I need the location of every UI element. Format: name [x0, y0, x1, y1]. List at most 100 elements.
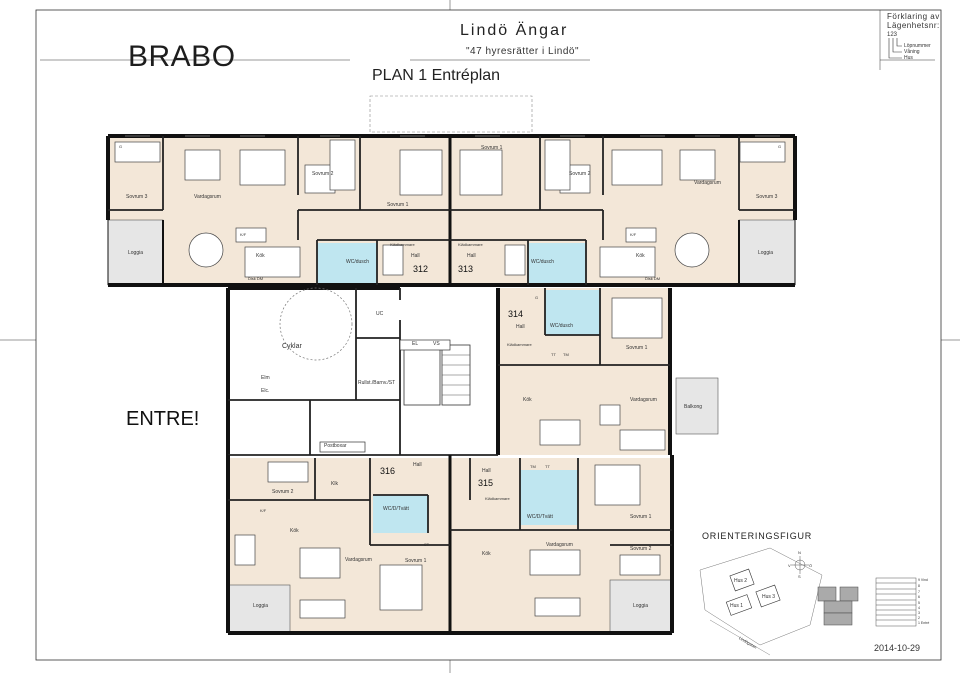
room-loggia-lower-left: Loggia — [253, 603, 269, 609]
floor-index-chart — [875, 577, 917, 627]
label-g-314: G — [535, 295, 539, 300]
room-el: EL — [412, 341, 419, 347]
room-vardagsrum-312: Vardagsrum — [194, 194, 221, 200]
room-loggia-upper-left: Loggia — [128, 250, 144, 256]
room-hall-315: Hall — [482, 468, 491, 474]
dining-table-312 — [188, 232, 224, 268]
room-elm: Elm — [261, 375, 270, 381]
room-kok-314: Kök — [523, 397, 532, 403]
room-sovrum-1-313: Sovrum 1 — [481, 145, 503, 151]
room-klk-316: Klk — [331, 481, 338, 487]
apartment-number-315: 315 — [478, 478, 494, 488]
legend-title-line2: Lägenhetsnr: — [887, 21, 940, 30]
floor-label-6: 6 — [918, 595, 920, 599]
lower-furniture — [234, 461, 661, 619]
label-tt-315: TT — [545, 464, 550, 469]
room-wc-dusch-313: WC/dusch — [531, 259, 555, 265]
apartment-number-312: 312 — [413, 264, 429, 274]
room-sovrum-1-316: Sovrum 1 — [405, 558, 427, 564]
label-g-1: G — [119, 144, 123, 149]
loggia-lower-right — [609, 579, 673, 634]
upper-interior-walls — [108, 136, 795, 285]
wc-314 — [545, 290, 600, 335]
label-tt-314: TT — [551, 352, 556, 357]
room-sovrum-2-316: Sovrum 2 — [272, 489, 294, 495]
entrance-label: ENTRE! — [126, 408, 200, 430]
room-postboxar: Postboxar — [324, 443, 347, 449]
room-vardagsrum-314: Vardagsrum — [630, 397, 657, 403]
room-vardagsrum-316: Vardagsrum — [345, 557, 372, 563]
middle-interior-walls — [228, 288, 670, 456]
orientation-hus-2: Hus 2 — [734, 578, 748, 584]
roof-projection — [369, 95, 533, 133]
room-kladkammare-312: Klädkammare — [390, 242, 415, 247]
lower-interior-walls — [228, 458, 672, 546]
drawing-date: 2014-10-29 — [874, 643, 921, 653]
room-kok-313: Kök — [636, 253, 645, 259]
room-kladkammare-314: Klädkammare — [507, 342, 532, 347]
room-sovrum-1-315: Sovrum 1 — [630, 514, 652, 520]
room-wc-dusch-312: WC/dusch — [346, 259, 370, 265]
legend-example-number: 123 — [887, 32, 898, 38]
floor-label-9: 9 Vind — [918, 578, 928, 582]
room-kok-316: Kök — [290, 528, 299, 534]
wc-315 — [520, 470, 578, 525]
dining-table-313 — [674, 232, 710, 268]
middle-walls — [226, 286, 672, 455]
room-uc: UC — [376, 311, 384, 317]
room-sovrum-2-312: Sovrum 2 — [312, 171, 334, 177]
elevator — [403, 344, 441, 406]
orientation-map — [699, 547, 823, 656]
floor-label-1: 1 Entré — [918, 621, 930, 625]
room-hall-312: Hall — [411, 253, 420, 259]
label-disk-313: Disk DM — [645, 276, 661, 281]
room-sovrum-2-313: Sovrum 2 — [569, 171, 591, 177]
apartment-314-furniture — [539, 297, 666, 451]
label-tm-315: TM — [530, 464, 536, 469]
room-wc-dusch-314: WC/dusch — [550, 323, 574, 329]
building-section-icon — [817, 586, 859, 626]
room-kok-315: Kök — [482, 551, 491, 557]
room-vardagsrum-315: Vardagsrum — [546, 542, 573, 548]
room-sovrum-1-314: Sovrum 1 — [626, 345, 648, 351]
room-loggia-lower-right: Loggia — [633, 603, 649, 609]
room-vs: VS — [433, 341, 440, 347]
floor-label-2: 2 — [918, 616, 920, 620]
label-st-316: ST — [424, 542, 430, 547]
room-elc: Elc. — [261, 388, 270, 394]
floor-label-7: 7 — [918, 590, 920, 594]
room-wcd-tvatt-315: WC/D/Tvätt — [527, 514, 553, 520]
bike-turn-circle — [279, 287, 353, 361]
legend-item-hus: Hus — [904, 55, 913, 61]
wc-316 — [373, 495, 428, 533]
project-subtitle: "47 hyresrätter i Lindö" — [466, 46, 580, 57]
loggia-upper-right — [738, 219, 796, 286]
room-vardagsrum-313: Vardagsrum — [694, 180, 721, 186]
room-sovrum-2-315: Sovrum 2 — [630, 546, 652, 552]
brand-logo-text: BRABO — [128, 40, 236, 73]
label-disk-312: Disk DM — [248, 276, 264, 281]
room-balkong-314: Balkong — [684, 404, 703, 410]
floor-label-5: 5 — [918, 601, 920, 605]
floor-label-8: 8 — [918, 584, 920, 588]
room-sovrum-3-left: Sovrum 3 — [126, 194, 148, 200]
room-kladkammare-315: Klädkammare — [485, 496, 510, 501]
upper-walls — [106, 134, 797, 287]
compass-n: N — [798, 550, 801, 555]
room-hall-316: Hall — [413, 462, 422, 468]
compass-s: S — [798, 574, 801, 579]
legend-title-line1: Förklaring av — [887, 12, 940, 21]
room-rullst: Rullst./Barnv./ST — [358, 380, 396, 386]
label-g-2: G — [778, 144, 782, 149]
room-sovrum-3-right: Sovrum 3 — [756, 194, 778, 200]
legend-item-vaning: Våning — [904, 49, 920, 55]
orientation-title: ORIENTERINGSFIGUR — [702, 531, 813, 541]
orientation-hus-1: Hus 1 — [730, 603, 744, 609]
balkong-314 — [675, 377, 719, 435]
orientation-hus-3: Hus 3 — [762, 594, 776, 600]
apartment-number-313: 313 — [458, 264, 474, 274]
project-title: Lindö Ängar — [460, 22, 569, 39]
